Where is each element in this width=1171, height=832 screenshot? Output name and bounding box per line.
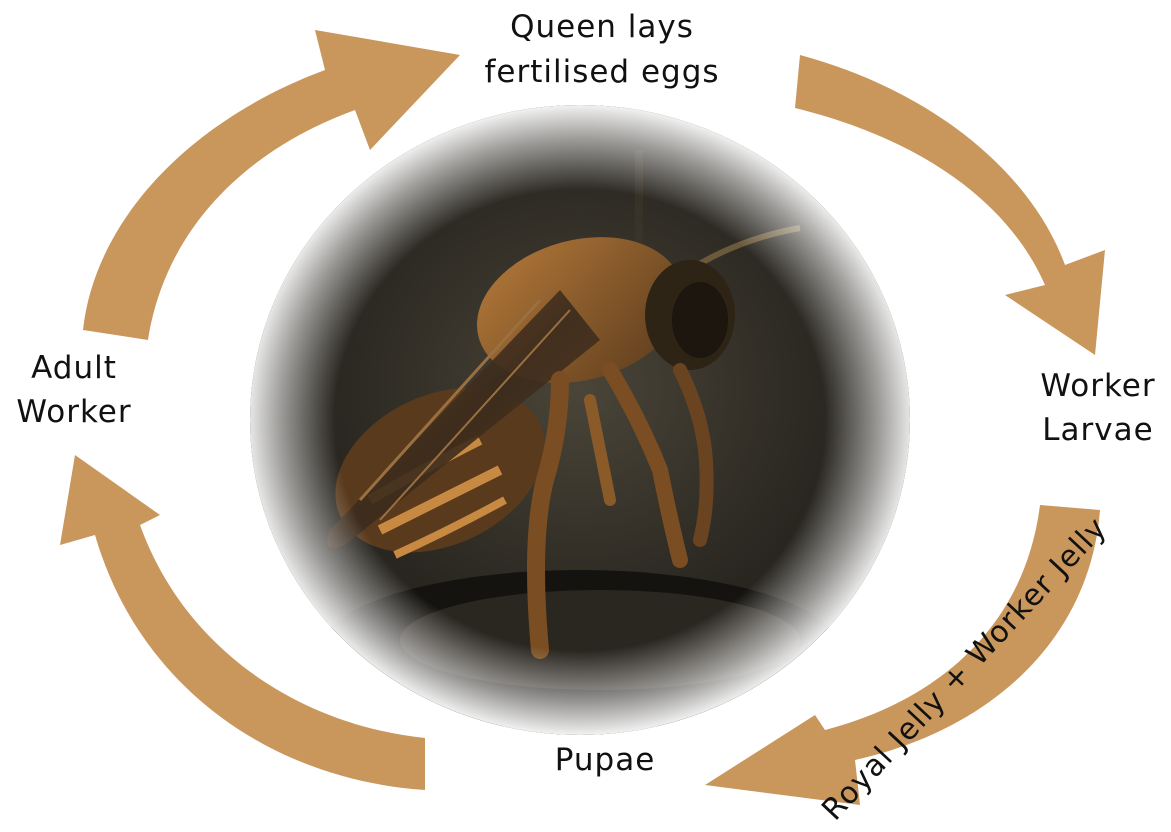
stage-pupae-label: Pupae bbox=[555, 742, 656, 778]
stage-eggs-label-line2: fertilised eggs bbox=[484, 54, 719, 90]
stage-adult-label-line1: Adult bbox=[31, 350, 117, 386]
stage-larvae-label-line2: Larvae bbox=[1042, 412, 1153, 448]
stage-eggs-label-line1: Queen lays bbox=[510, 9, 694, 45]
stage-larvae-label-line1: Worker bbox=[1040, 368, 1155, 404]
bee-photo bbox=[240, 100, 920, 740]
stage-adult-label-line2: Worker bbox=[16, 394, 131, 430]
